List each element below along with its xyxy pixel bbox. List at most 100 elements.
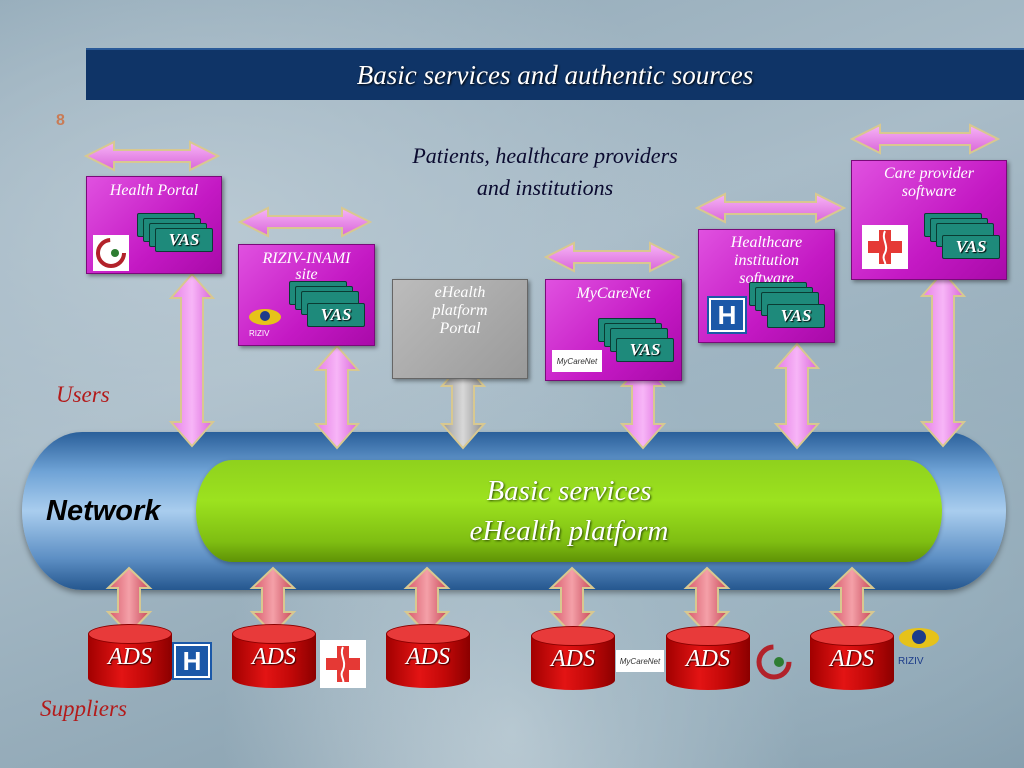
eye-logo: [752, 640, 796, 684]
medical-cross-icon: [868, 230, 902, 266]
mycarenet-box: MyCareNet MyCareNet VAS: [545, 279, 682, 381]
ads-cylinder: ADS: [88, 624, 172, 692]
care-provider-label: Care provider software: [852, 165, 1006, 201]
network-label: Network: [46, 495, 161, 527]
arrow-v-ehealth: [439, 360, 487, 450]
ads-cylinder: ADS: [232, 624, 316, 692]
subtitle-line-1: Patients, healthcare providers: [412, 143, 678, 168]
basic-services-platform: Basic services eHealth platform: [196, 460, 942, 562]
vas-stack: VAS: [598, 318, 678, 364]
ads-cap: [386, 624, 470, 644]
ads-cap: [810, 626, 894, 646]
user-vertical-arrows: [168, 270, 967, 450]
arrow-ads-5: [683, 566, 731, 636]
ehealth-label-line-1: eHealth: [434, 284, 486, 301]
ads-label: ADS: [406, 644, 450, 670]
ads-cap: [88, 624, 172, 644]
health-portal-label: Health Portal: [109, 182, 199, 199]
ehealth-label-line-2: platform: [432, 302, 488, 319]
healthcare-institution-box: Healthcare institution software H VAS: [698, 229, 835, 343]
hospital-h-icon: H: [711, 300, 743, 330]
riziv-logo-icon: RIZIV: [249, 309, 281, 338]
slide-title: Basic services and authentic sources: [356, 59, 754, 90]
health-portal-box: Health Portal VAS: [86, 176, 222, 274]
arrow-care-provider: [849, 123, 1001, 155]
mycarenet-logo: MyCareNet: [552, 350, 602, 372]
health-portal-logo: [93, 235, 129, 271]
ehealth-portal-label: eHealth platform Portal: [393, 284, 527, 338]
riziv-logo-text: RIZIV: [898, 656, 924, 667]
mycarenet-logo-text: MyCareNet: [556, 356, 598, 366]
care-label-line-1: Care provider: [884, 165, 974, 182]
riziv-label-line-1: RIZIV-INAMI: [262, 250, 351, 267]
supplier-vertical-arrows: [105, 566, 876, 636]
vas-card: VAS: [616, 338, 674, 362]
vas-card: VAS: [155, 228, 213, 252]
arrow-ads-4: [548, 566, 596, 636]
ads-cylinder: ADS: [810, 626, 894, 694]
hospital-logo: H: [172, 642, 212, 680]
ads-cylinder: ADS: [386, 624, 470, 692]
ads-label: ADS: [108, 644, 152, 670]
medical-cross-logo: [862, 225, 908, 269]
ehealth-portal-box: eHealth platform Portal: [392, 279, 528, 379]
vas-stack: VAS: [289, 281, 369, 327]
platform-line-2: eHealth platform: [469, 515, 669, 547]
users-label: Users: [56, 382, 110, 407]
medical-cross-logo: [320, 640, 366, 688]
slide-number: 8: [56, 112, 65, 129]
eye-logo-icon: [756, 644, 792, 680]
ads-cap: [531, 626, 615, 646]
vas-card: VAS: [942, 235, 1000, 259]
ads-label: ADS: [830, 646, 874, 672]
top-double-arrows: [83, 123, 1001, 273]
riziv-label: RIZIV-INAMI site: [239, 249, 374, 284]
care-provider-box: Care provider software VAS: [851, 160, 1007, 280]
riziv-logo: RIZIV: [894, 622, 944, 668]
arrow-mycarenet: [543, 241, 681, 273]
arrow-ads-6: [828, 566, 876, 636]
riziv-logo-text: RIZIV: [249, 329, 270, 338]
riziv-logo: RIZIV: [245, 305, 287, 339]
platform-line-1: Basic services: [486, 475, 652, 507]
arrow-v-healthcare: [773, 342, 821, 450]
medical-cross-icon: [326, 646, 360, 684]
mycarenet-label: MyCareNet: [576, 285, 651, 302]
arrow-v-riziv: [313, 344, 361, 450]
vas-stack: VAS: [749, 282, 829, 328]
arrow-v-mycarenet: [619, 360, 667, 450]
healthcare-label-line-2: institution: [734, 252, 799, 269]
arrow-v-health-portal: [168, 272, 216, 448]
riziv-inami-box: RIZIV-INAMI site RIZIV VAS: [238, 244, 375, 346]
ads-label: ADS: [252, 644, 296, 670]
hospital-h-icon: H: [176, 646, 208, 676]
subtitle-line-2: and institutions: [476, 175, 614, 200]
ads-cap: [232, 624, 316, 644]
ads-cylinder: ADS: [666, 626, 750, 694]
arrow-health-portal: [83, 140, 221, 172]
mycarenet-logo: MyCareNet: [616, 650, 664, 672]
eye-logo-icon: [96, 238, 126, 268]
ads-cap: [666, 626, 750, 646]
healthcare-label: Healthcare institution software: [699, 234, 834, 288]
riziv-logo-icon: RIZIV: [898, 628, 939, 667]
ads-label: ADS: [686, 646, 730, 672]
vas-stack: VAS: [137, 213, 217, 259]
suppliers-label: Suppliers: [40, 696, 127, 721]
vas-card: VAS: [307, 303, 365, 327]
hospital-logo: H: [707, 296, 747, 334]
title-bar: Basic services and authentic sources: [86, 48, 1024, 100]
arrow-riziv: [237, 206, 373, 238]
ads-label: ADS: [551, 646, 595, 672]
arrow-v-care-provider: [919, 270, 967, 448]
vas-stack: VAS: [924, 213, 1004, 259]
arrow-healthcare: [694, 192, 847, 224]
riziv-label-line-2: site: [295, 266, 318, 283]
vas-card: VAS: [767, 304, 825, 328]
care-label-line-2: software: [901, 183, 957, 200]
ehealth-label-line-3: Portal: [439, 320, 481, 337]
healthcare-label-line-1: Healthcare: [730, 234, 803, 251]
diagram-subtitle: Patients, healthcare providers and insti…: [340, 140, 750, 204]
mycarenet-logo-text: MyCareNet: [619, 656, 661, 666]
